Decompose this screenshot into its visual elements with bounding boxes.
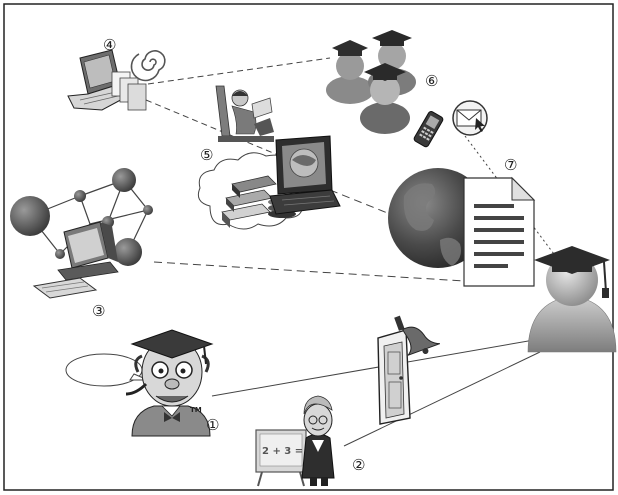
graduate-avatar-icon bbox=[527, 246, 617, 353]
laptop-group: ④ bbox=[67, 36, 166, 111]
line-professor-avatar bbox=[211, 339, 535, 397]
mobile-phone-icon bbox=[413, 111, 444, 148]
globe-icon bbox=[388, 168, 488, 268]
communication-group: ⑥ bbox=[413, 72, 488, 148]
marker-4: ④ bbox=[103, 36, 116, 54]
marker-2: ② bbox=[352, 456, 365, 474]
documents-icon bbox=[111, 71, 147, 111]
teacher-icon bbox=[301, 395, 335, 486]
reading-student-icon bbox=[215, 85, 274, 142]
graduate-group-icon bbox=[326, 30, 416, 134]
document-icon bbox=[463, 176, 536, 287]
door-icon bbox=[377, 329, 411, 425]
marker-3: ③ bbox=[92, 302, 105, 320]
professor-group: TM ① bbox=[65, 329, 219, 437]
professor-trademark: TM bbox=[190, 406, 202, 414]
globe-document-group: ⑦ bbox=[388, 156, 536, 287]
marker-7: ⑦ bbox=[504, 156, 517, 174]
email-icon bbox=[452, 100, 488, 136]
chalkboard-icon bbox=[255, 429, 307, 487]
frame-border bbox=[3, 3, 614, 491]
desktop-computer-icon bbox=[32, 221, 119, 299]
bell-icon bbox=[394, 315, 440, 356]
door-bell-group bbox=[377, 315, 440, 425]
teacher-group: 2 + 3 = 5 ② bbox=[255, 395, 365, 487]
network-computer-group: ③ bbox=[10, 168, 153, 320]
professor-icon bbox=[125, 329, 214, 437]
line-laptop-openlaptop bbox=[145, 99, 291, 161]
line-teacher-avatar bbox=[343, 351, 541, 447]
open-laptop-icon bbox=[269, 135, 341, 215]
marker-1: ① bbox=[206, 416, 219, 434]
marker-5: ⑤ bbox=[200, 146, 213, 164]
line-laptop-graduates bbox=[147, 57, 331, 85]
board-numbers: 2 + 3 = 5 bbox=[262, 446, 314, 457]
spiral-icon bbox=[130, 50, 166, 82]
network-icon bbox=[10, 168, 153, 266]
learning-group: ⑤ bbox=[197, 85, 341, 230]
marker-6: ⑥ bbox=[425, 72, 438, 90]
